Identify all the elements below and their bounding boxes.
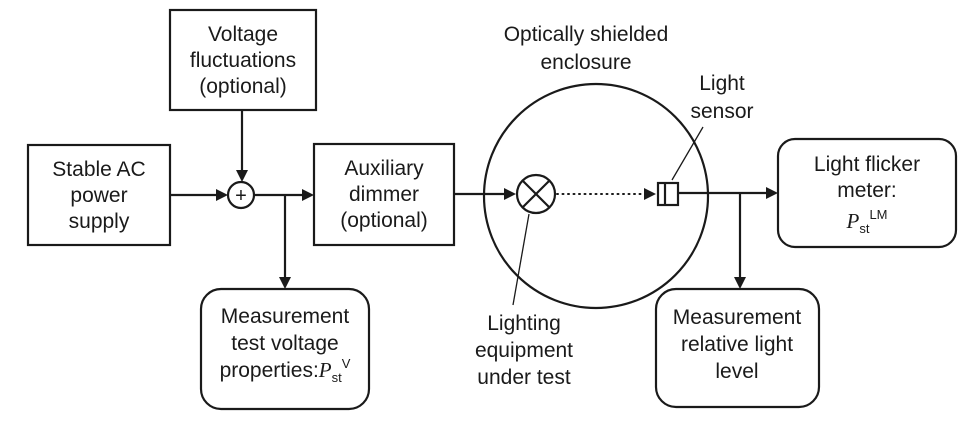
auxiliary-dimmer-line2: dimmer [349,183,419,206]
stable-ac-line1: Stable AC [52,158,145,181]
auxiliary-dimmer-line3: (optional) [340,209,428,232]
light-flicker-meter-line2: meter: [837,179,897,202]
voltage-fluctuations-line2: fluctuations [190,49,296,72]
lighting-equipment-label-line1: Lighting [487,312,561,335]
light-sensor-label-line2: sensor [690,100,753,123]
enclosure-label-line1: Optically shielded [504,23,669,46]
stable-ac-line2: power [70,184,127,207]
measurement-light-box [654,287,821,409]
arrow-sum-to-dimmer-head [302,189,314,201]
voltage-fluctuations-line3: (optional) [199,75,287,98]
arrow-sensor-to-meter-head [766,187,778,199]
measurement-voltage-line1: Measurement [221,305,350,328]
optically-shielded-enclosure-circle [482,82,710,310]
arrow-to-light-measurement-head [734,277,746,289]
measurement-voltage-line2: test voltage [231,332,338,355]
measurement-light-line3: level [715,360,758,383]
lighting-equipment-label-line2: equipment [475,339,573,362]
optical-path-head [644,188,656,200]
arrow-to-voltage-measurement-head [279,277,291,289]
light-sensor-icon [656,181,680,207]
voltage-fluctuations-line1: Voltage [208,23,278,46]
arrow-supply-to-sum-head [216,189,228,201]
light-flicker-meter-formula: PstLM [845,207,887,236]
light-sensor-callout-line [671,126,704,181]
arrow-fluctuations-to-sum-head [236,170,248,182]
summing-junction-plus: + [235,185,247,207]
lamp-icon-cross-2 [521,179,551,209]
stable-ac-line3: supply [69,210,130,233]
light-flicker-meter-line1: Light flicker [814,153,920,176]
lighting-equipment-label-line3: under test [477,366,571,389]
arrow-dimmer-to-lamp-head [504,188,516,200]
auxiliary-dimmer-line1: Auxiliary [344,157,424,180]
measurement-light-line2: relative light [681,333,793,356]
measurement-voltage-line3: properties:PstV [220,356,351,385]
light-sensor-label-line1: Light [699,72,745,95]
lamp-icon [515,173,557,215]
enclosure-label-line2: enclosure [540,51,631,74]
lighting-equipment-callout-line [512,213,530,306]
measurement-light-line1: Measurement [673,306,802,329]
